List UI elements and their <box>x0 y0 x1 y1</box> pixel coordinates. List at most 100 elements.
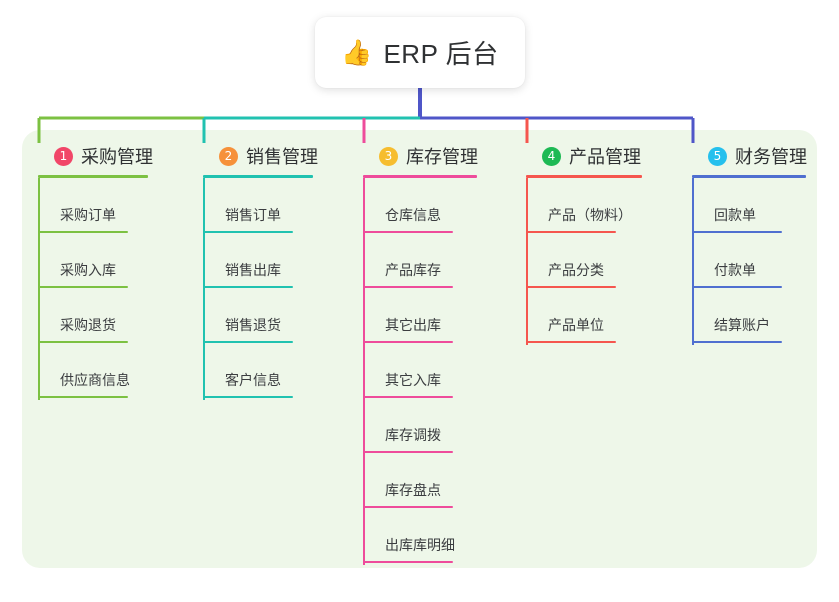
branch-item[interactable]: 其它出库 <box>363 288 453 343</box>
branch-item-label: 库存调拨 <box>385 427 441 443</box>
branch-item[interactable]: 采购订单 <box>38 178 128 233</box>
branch-spine <box>363 178 365 565</box>
branch-spine <box>38 178 40 400</box>
branch-item-rule <box>363 231 453 233</box>
branch-item-rule <box>38 286 128 288</box>
branch-item[interactable]: 结算账户 <box>692 288 782 343</box>
branch-item[interactable]: 采购退货 <box>38 288 128 343</box>
branch-title: 销售管理 <box>246 147 318 167</box>
mindmap-canvas: 👍 ERP 后台 1 采购管理采购订单采购入库采购退货供应商信息 2 销售管理销售订单… <box>22 17 817 568</box>
root-node-title: ERP 后台 <box>383 39 499 69</box>
branch-item-label: 产品分类 <box>548 262 604 278</box>
branch-header-rule <box>363 175 477 178</box>
branch-item[interactable]: 产品库存 <box>363 233 453 288</box>
branch-column-5: 5 财务管理回款单付款单结算账户 <box>692 143 807 382</box>
branch-item[interactable]: 客户信息 <box>203 343 293 398</box>
branch-title: 产品管理 <box>569 147 641 167</box>
branch-item-label: 回款单 <box>714 207 756 223</box>
branch-item-rule <box>692 286 782 288</box>
branch-item-rule <box>526 231 616 233</box>
branch-item[interactable]: 付款单 <box>692 233 782 288</box>
branch-header-2[interactable]: 2 销售管理 <box>203 143 318 169</box>
branch-item-label: 其它入库 <box>385 372 441 388</box>
branch-item[interactable]: 销售订单 <box>203 178 293 233</box>
branch-header-3[interactable]: 3 库存管理 <box>363 143 478 169</box>
root-node-content: 👍 ERP 后台 <box>341 34 498 71</box>
branch-item-rule <box>38 396 128 398</box>
branch-item-rule <box>203 286 293 288</box>
branch-number-badge: 2 <box>219 146 238 166</box>
branch-spine <box>692 178 694 345</box>
branch-item-label: 产品（物料） <box>548 207 632 223</box>
branch-item[interactable]: 其它入库 <box>363 343 453 398</box>
branch-item-label: 销售退货 <box>225 317 281 333</box>
branch-item-rule <box>363 286 453 288</box>
branch-item[interactable]: 采购入库 <box>38 233 128 288</box>
branch-number-badge: 3 <box>379 146 398 166</box>
branch-items: 采购订单采购入库采购退货供应商信息 <box>38 178 148 437</box>
branch-item-label: 库存盘点 <box>385 482 441 498</box>
branch-title: 采购管理 <box>81 147 153 167</box>
branch-item-rule <box>692 231 782 233</box>
branch-item[interactable]: 回款单 <box>692 178 782 233</box>
branch-item-label: 产品单位 <box>548 317 604 333</box>
branch-number-badge: 1 <box>54 146 73 166</box>
branch-item-label: 仓库信息 <box>385 207 441 223</box>
branch-item-label: 付款单 <box>714 262 756 278</box>
branch-title: 库存管理 <box>406 147 478 167</box>
branch-column-1: 1 采购管理采购订单采购入库采购退货供应商信息 <box>38 143 153 437</box>
branch-items: 产品（物料） 产品分类产品单位 <box>526 178 642 382</box>
branch-item-rule <box>363 561 453 563</box>
branch-header-rule <box>203 175 313 178</box>
branch-spine <box>526 178 528 345</box>
branch-item-label: 采购订单 <box>60 207 116 223</box>
branch-items: 销售订单销售出库销售退货客户信息 <box>203 178 313 437</box>
branch-item[interactable]: 库存盘点 <box>363 453 453 508</box>
branch-header-1[interactable]: 1 采购管理 <box>38 143 153 169</box>
branch-item-label: 结算账户 <box>714 317 770 333</box>
branch-item[interactable]: 供应商信息 <box>38 343 130 398</box>
branch-spine <box>203 178 205 400</box>
branch-item[interactable]: 仓库信息 <box>363 178 453 233</box>
branch-item-rule <box>692 341 782 343</box>
branch-columns: 1 采购管理采购订单采购入库采购退货供应商信息 2 销售管理销售订单销售出库销售退货客… <box>38 143 807 565</box>
branch-item[interactable]: 产品分类 <box>526 233 616 288</box>
branch-item-rule <box>363 396 453 398</box>
branch-title: 财务管理 <box>735 147 807 167</box>
branch-column-2: 2 销售管理销售订单销售出库销售退货客户信息 <box>203 143 318 437</box>
branch-item-label: 销售出库 <box>225 262 281 278</box>
branch-item[interactable]: 销售退货 <box>203 288 293 343</box>
branch-item-rule <box>363 451 453 453</box>
diagram-background-panel <box>22 130 817 568</box>
branch-item-label: 采购入库 <box>60 262 116 278</box>
thumbs-up-icon: 👍 <box>341 38 373 67</box>
branch-item-label: 其它出库 <box>385 317 441 333</box>
branch-number-badge: 5 <box>708 146 727 166</box>
branch-item[interactable]: 产品（物料） <box>526 178 632 233</box>
branch-header-rule <box>526 175 642 178</box>
branch-item-rule <box>363 341 453 343</box>
branch-number-badge: 4 <box>542 146 561 166</box>
connector-lines <box>37 88 695 143</box>
branch-item[interactable]: 出库库明细 <box>363 508 455 563</box>
branch-item-label: 产品库存 <box>385 262 441 278</box>
branch-item-label: 客户信息 <box>225 372 281 388</box>
branch-header-5[interactable]: 5 财务管理 <box>692 143 807 169</box>
branch-item[interactable]: 销售出库 <box>203 233 293 288</box>
branch-item-rule <box>363 506 453 508</box>
root-node[interactable]: 👍 ERP 后台 <box>315 17 525 88</box>
branch-header-4[interactable]: 4 产品管理 <box>526 143 642 169</box>
branch-item-rule <box>526 341 616 343</box>
branch-item-label: 出库库明细 <box>385 537 455 553</box>
branch-item-label: 采购退货 <box>60 317 116 333</box>
branch-header-rule <box>692 175 806 178</box>
branch-header-rule <box>38 175 148 178</box>
branch-item[interactable]: 库存调拨 <box>363 398 453 453</box>
branch-column-4: 4 产品管理产品（物料） 产品分类产品单位 <box>526 143 642 382</box>
branch-item[interactable]: 产品单位 <box>526 288 616 343</box>
branch-item-label: 销售订单 <box>225 207 281 223</box>
branch-item-rule <box>38 341 128 343</box>
branch-item-label: 供应商信息 <box>60 372 130 388</box>
branch-column-3: 3 库存管理仓库信息产品库存其它出库其它入库库存调拨库存盘点出库库明细 <box>363 143 478 602</box>
branch-item-rule <box>203 231 293 233</box>
